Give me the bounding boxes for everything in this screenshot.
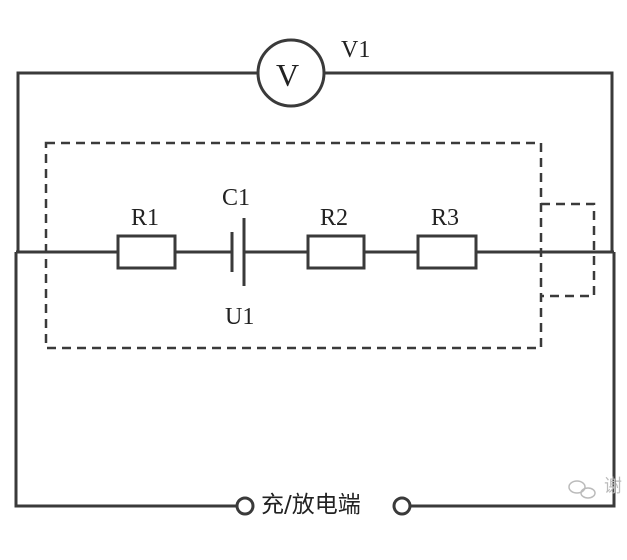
voltmeter-loop [16,71,614,252]
capacitor-c1 [230,218,246,286]
voltmeter-label: V1 [341,37,371,63]
charge-loop [14,252,616,508]
terminal-label: 充/放电端 [261,492,361,518]
resistor-r3 [416,234,478,270]
dashed-enclosure [44,141,596,350]
label-r3: R3 [431,205,460,231]
terminal-left[interactable] [235,496,255,516]
label-u1: U1 [225,304,255,330]
label-r1: R1 [131,205,160,231]
resistor-r2 [306,234,366,270]
label-r2: R2 [320,205,349,231]
wechat-icon [568,480,596,499]
watermark-text: 谢 [604,476,622,497]
resistor-r1 [116,234,177,270]
terminal-right[interactable] [392,496,412,516]
voltmeter [256,38,326,108]
voltmeter-symbol: V [276,57,300,93]
label-c1: C1 [222,185,251,211]
